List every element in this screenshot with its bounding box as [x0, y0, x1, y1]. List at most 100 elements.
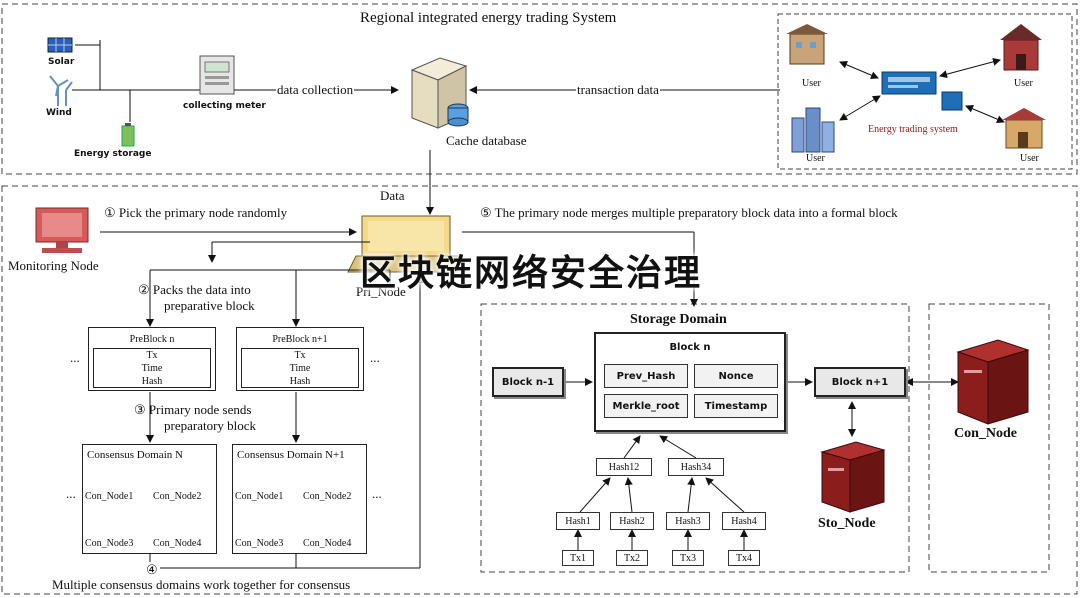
- data-label: Data: [380, 188, 405, 203]
- con-node-server-icon: [956, 339, 1030, 425]
- domain-n1-node2: Con_Node2: [303, 491, 352, 502]
- domain-n1-node4: Con_Node4: [303, 538, 352, 549]
- tx2-node: Tx2: [616, 550, 648, 566]
- block-n-title: Block n: [669, 342, 711, 353]
- hash34-up-arrow: [659, 435, 697, 459]
- preblock-n-fields: Tx Time Hash: [93, 348, 211, 388]
- nonce-field: Nonce: [694, 364, 778, 388]
- tx3-node: Tx3: [672, 550, 704, 566]
- hash1-node: Hash1: [556, 512, 600, 530]
- user-label-3: User: [806, 153, 825, 164]
- hash3-up-arrow: [687, 477, 696, 513]
- hash3-node: Hash3: [666, 512, 710, 530]
- collecting-meter-label: collecting meter: [183, 101, 266, 111]
- user-link-1: [839, 61, 879, 79]
- step3-line2: preparatory block: [164, 418, 257, 433]
- domain-ellipsis-right: ...: [372, 486, 382, 501]
- domain-n-node2: Con_Node2: [153, 491, 202, 502]
- domain-n-node3: Con_Node3: [85, 538, 134, 549]
- battery-icon: [121, 123, 135, 147]
- pri-node-label: Pri_Node: [356, 284, 406, 299]
- preblock-n1-title: PreBlock n+1: [272, 334, 328, 345]
- user-label-1: User: [802, 78, 821, 89]
- user-building-icon-top-right: [1000, 24, 1042, 71]
- pri-node-icon: [347, 215, 467, 273]
- sto-node-label: Sto_Node: [818, 516, 876, 531]
- preblock-n1: PreBlock n+1 Tx Time Hash: [236, 327, 364, 391]
- wind-label: Wind: [46, 108, 72, 118]
- step3-line1: ③ Primary node sends: [134, 402, 252, 417]
- preblock-n1-fields: Tx Time Hash: [241, 348, 359, 388]
- consensus-domain-n-title: Consensus Domain N: [87, 449, 183, 461]
- consensus-domain-n1: Consensus Domain N+1 Con_Node1 Con_Node2…: [232, 444, 367, 554]
- hash4-node: Hash4: [722, 512, 766, 530]
- merkle-root-field: Merkle_root: [604, 394, 688, 418]
- cache-database-server-icon: [410, 57, 469, 129]
- collecting-meter-icon: [199, 55, 235, 95]
- monitoring-node-label: Monitoring Node: [8, 258, 99, 273]
- user-building-icon-bottom-left: [791, 107, 835, 153]
- domain-n-node4: Con_Node4: [153, 538, 202, 549]
- sto-node-server-icon: [820, 441, 886, 513]
- tx1-node: Tx1: [562, 550, 594, 566]
- domain-ellipsis-left: ...: [66, 486, 76, 501]
- preblock-n: PreBlock n Tx Time Hash: [88, 327, 216, 391]
- domain-n1-node3: Con_Node3: [235, 538, 284, 549]
- storage-domain-title: Storage Domain: [630, 312, 727, 327]
- con-node-label: Con_Node: [954, 426, 1018, 441]
- user-building-icon-top-left: [786, 24, 828, 65]
- step2-line1: ② Packs the data into: [138, 282, 251, 297]
- tx4-node: Tx4: [728, 550, 760, 566]
- preblock-n1-time: Time: [289, 363, 311, 374]
- hash4-up-arrow: [705, 477, 745, 513]
- bottom-frame: [1, 185, 1078, 595]
- hash2-up-arrow: [624, 477, 633, 513]
- domain-n-node1: Con_Node1: [85, 491, 134, 502]
- preblock-n1-tx: Tx: [294, 350, 306, 361]
- user-link-4: [965, 105, 1005, 123]
- consensus-domain-n: Consensus Domain N Con_Node1 Con_Node2 C…: [82, 444, 217, 554]
- cache-database-label: Cache database: [446, 133, 527, 148]
- hash2-node: Hash2: [610, 512, 654, 530]
- trading-system-label: Energy trading system: [868, 124, 958, 135]
- step2-line2: preparative block: [164, 298, 255, 313]
- preblock-n1-hash: Hash: [289, 376, 311, 387]
- user-label-2: User: [1014, 78, 1033, 89]
- block-n-minus-1: Block n-1: [492, 367, 564, 397]
- preblock-n-time: Time: [141, 363, 163, 374]
- wind-turbine-icon: [49, 75, 73, 106]
- user-link-3: [839, 95, 881, 121]
- user-building-icon-bottom-right: [1002, 108, 1046, 149]
- user-label-4: User: [1020, 153, 1039, 164]
- monitoring-node-icon: [35, 207, 89, 253]
- timestamp-field: Timestamp: [694, 394, 778, 418]
- preblock-ellipsis-right: ...: [370, 350, 380, 365]
- consensus-domain-n1-title: Consensus Domain N+1: [237, 449, 345, 461]
- system-title: Regional integrated energy trading Syste…: [360, 10, 617, 26]
- multi-consensus-label: Multiple consensus domains work together…: [52, 577, 351, 592]
- step1-label: ① Pick the primary node randomly: [104, 205, 288, 220]
- top-frame: [1, 3, 1078, 175]
- preblock-n-hash: Hash: [141, 376, 163, 387]
- preblock-n-title: PreBlock n: [129, 334, 175, 345]
- transaction-data-label: transaction data: [576, 82, 660, 98]
- user-link-2: [939, 57, 1001, 79]
- solar-label: Solar: [48, 57, 75, 67]
- hash12-up-arrow: [623, 435, 641, 459]
- hash34-node: Hash34: [668, 458, 724, 476]
- watermark-text: 区块链网络安全治理: [360, 253, 703, 294]
- block-n-plus-1: Block n+1: [814, 367, 906, 397]
- prev-hash-field: Prev_Hash: [604, 364, 688, 388]
- step5-label: ⑤ The primary node merges multiple prepa…: [480, 205, 898, 220]
- step4-label: ④: [144, 562, 160, 578]
- preblock-ellipsis-left: ...: [70, 350, 80, 365]
- hash1-up-arrow: [579, 477, 611, 513]
- trading-system-icon: [881, 71, 963, 111]
- energy-storage-label: Energy storage: [74, 149, 152, 159]
- hash12-node: Hash12: [596, 458, 652, 476]
- con-node-frame: [928, 303, 1050, 573]
- solar-panel-icon: [47, 37, 73, 53]
- trading-frame: [777, 13, 1073, 170]
- preblock-n-tx: Tx: [146, 350, 158, 361]
- data-collection-label: data collection: [276, 82, 355, 98]
